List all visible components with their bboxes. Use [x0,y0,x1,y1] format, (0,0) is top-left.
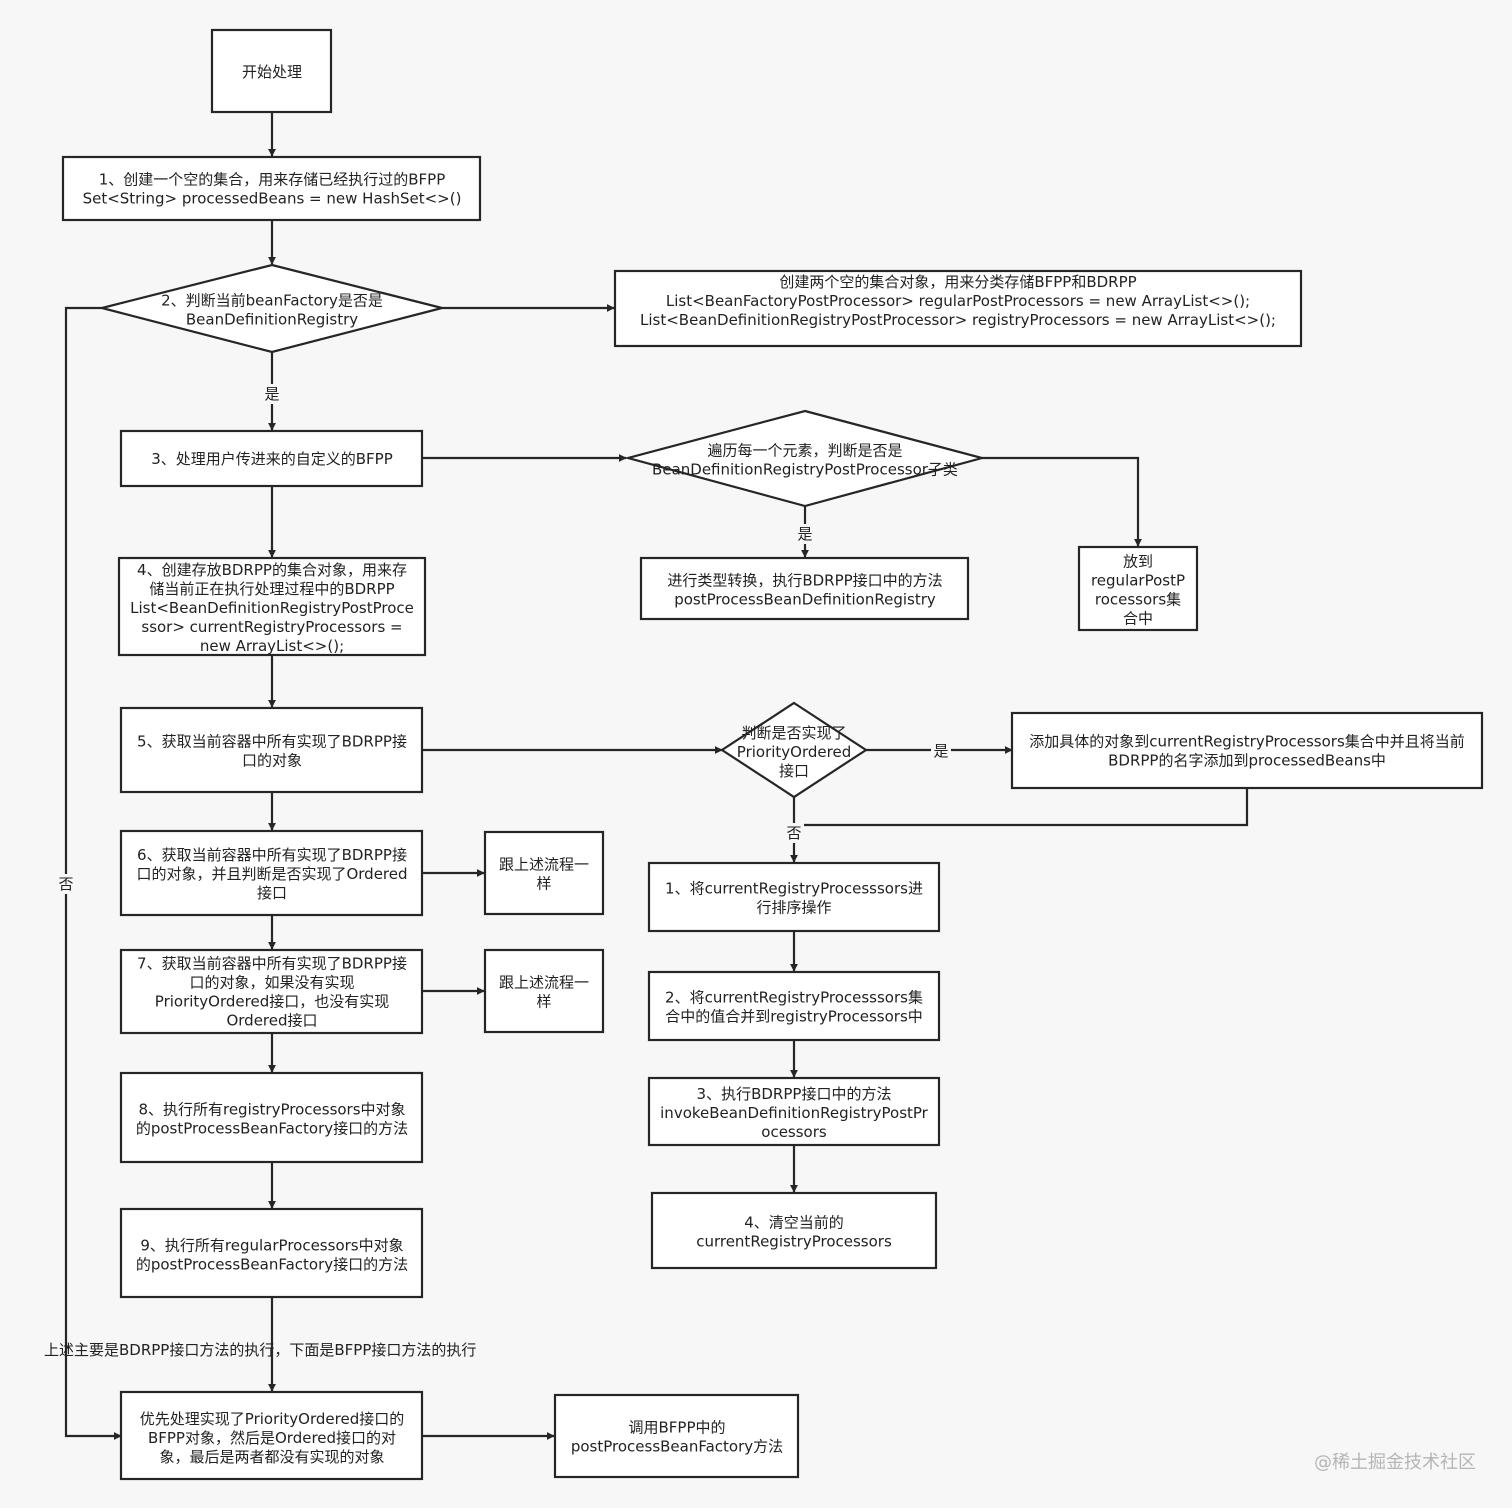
label-step8: 8、执行所有registryProcessors中对象的postProcessB… [136,1101,408,1138]
node-create-collections[interactable] [613,269,1303,348]
node-sub4[interactable] [650,1191,938,1270]
node-step6[interactable] [119,829,424,917]
node-step7[interactable] [119,948,424,1035]
label-sub1: 1、将currentRegistryProcesssors进行排序操作 [665,880,923,917]
node-type-convert[interactable] [639,556,970,621]
node-bfpp-priority[interactable] [119,1390,424,1481]
decision-priority-ordered[interactable] [719,701,869,799]
edge-label-yes-bean-factory: 是 [264,385,279,403]
edge-r5-p1 [794,788,1249,827]
node-sub1[interactable] [647,861,941,933]
edge-label-yes-priority: 是 [933,742,948,760]
edge-label-no-priority: 否 [786,824,801,842]
node-sub3[interactable] [647,1076,941,1147]
label-step6: 6、获取当前容器中所有实现了BDRPP接口的对象，并且判断是否实现了Ordere… [136,846,407,902]
section-note: 上述主要是BDRPP接口方法的执行，下面是BFPP接口方法的执行 [44,1341,476,1359]
edge-d2-no-n10 [64,306,122,1440]
node-step8[interactable] [119,1071,424,1164]
label-step5: 5、获取当前容器中所有实现了BDRPP接口的对象 [137,733,407,770]
node-put-regular[interactable] [1077,545,1199,632]
label-same-7: 跟上述流程一样 [499,974,589,1011]
decision-bean-factory[interactable] [101,263,443,354]
node-step5[interactable] [119,706,424,794]
node-same-6[interactable] [483,830,605,916]
edge-label-no-bean-factory: 否 [58,875,73,893]
node-add-current[interactable] [1010,711,1484,790]
watermark: @稀土掘金技术社区 [1314,1452,1476,1473]
label-add-current: 添加具体的对象到currentRegistryProcessors集合中并且将当… [1029,733,1465,770]
node-invoke-bfpp[interactable] [553,1393,800,1479]
node-step9[interactable] [119,1207,424,1299]
node-sub2[interactable] [647,970,941,1042]
label-sub2: 2、将currentRegistryProcesssors集合中的值合并到reg… [665,989,923,1026]
node-same-7[interactable] [483,948,605,1034]
node-start[interactable] [210,28,333,114]
node-step1[interactable] [61,155,482,222]
label-same-6: 跟上述流程一样 [499,856,589,893]
edge-d3-r3b [982,456,1142,547]
label-step3: 3、处理用户传进来的自定义的BFPP [151,450,393,468]
edge-label-yes-subclass: 是 [797,525,812,543]
decision-bdrpp-subclass[interactable] [623,409,987,508]
label-step9: 9、执行所有regularProcessors中对象的postProcessBe… [136,1237,408,1274]
node-step4[interactable] [117,556,427,657]
node-step3[interactable] [119,429,424,488]
label-start: 开始处理 [242,63,302,81]
